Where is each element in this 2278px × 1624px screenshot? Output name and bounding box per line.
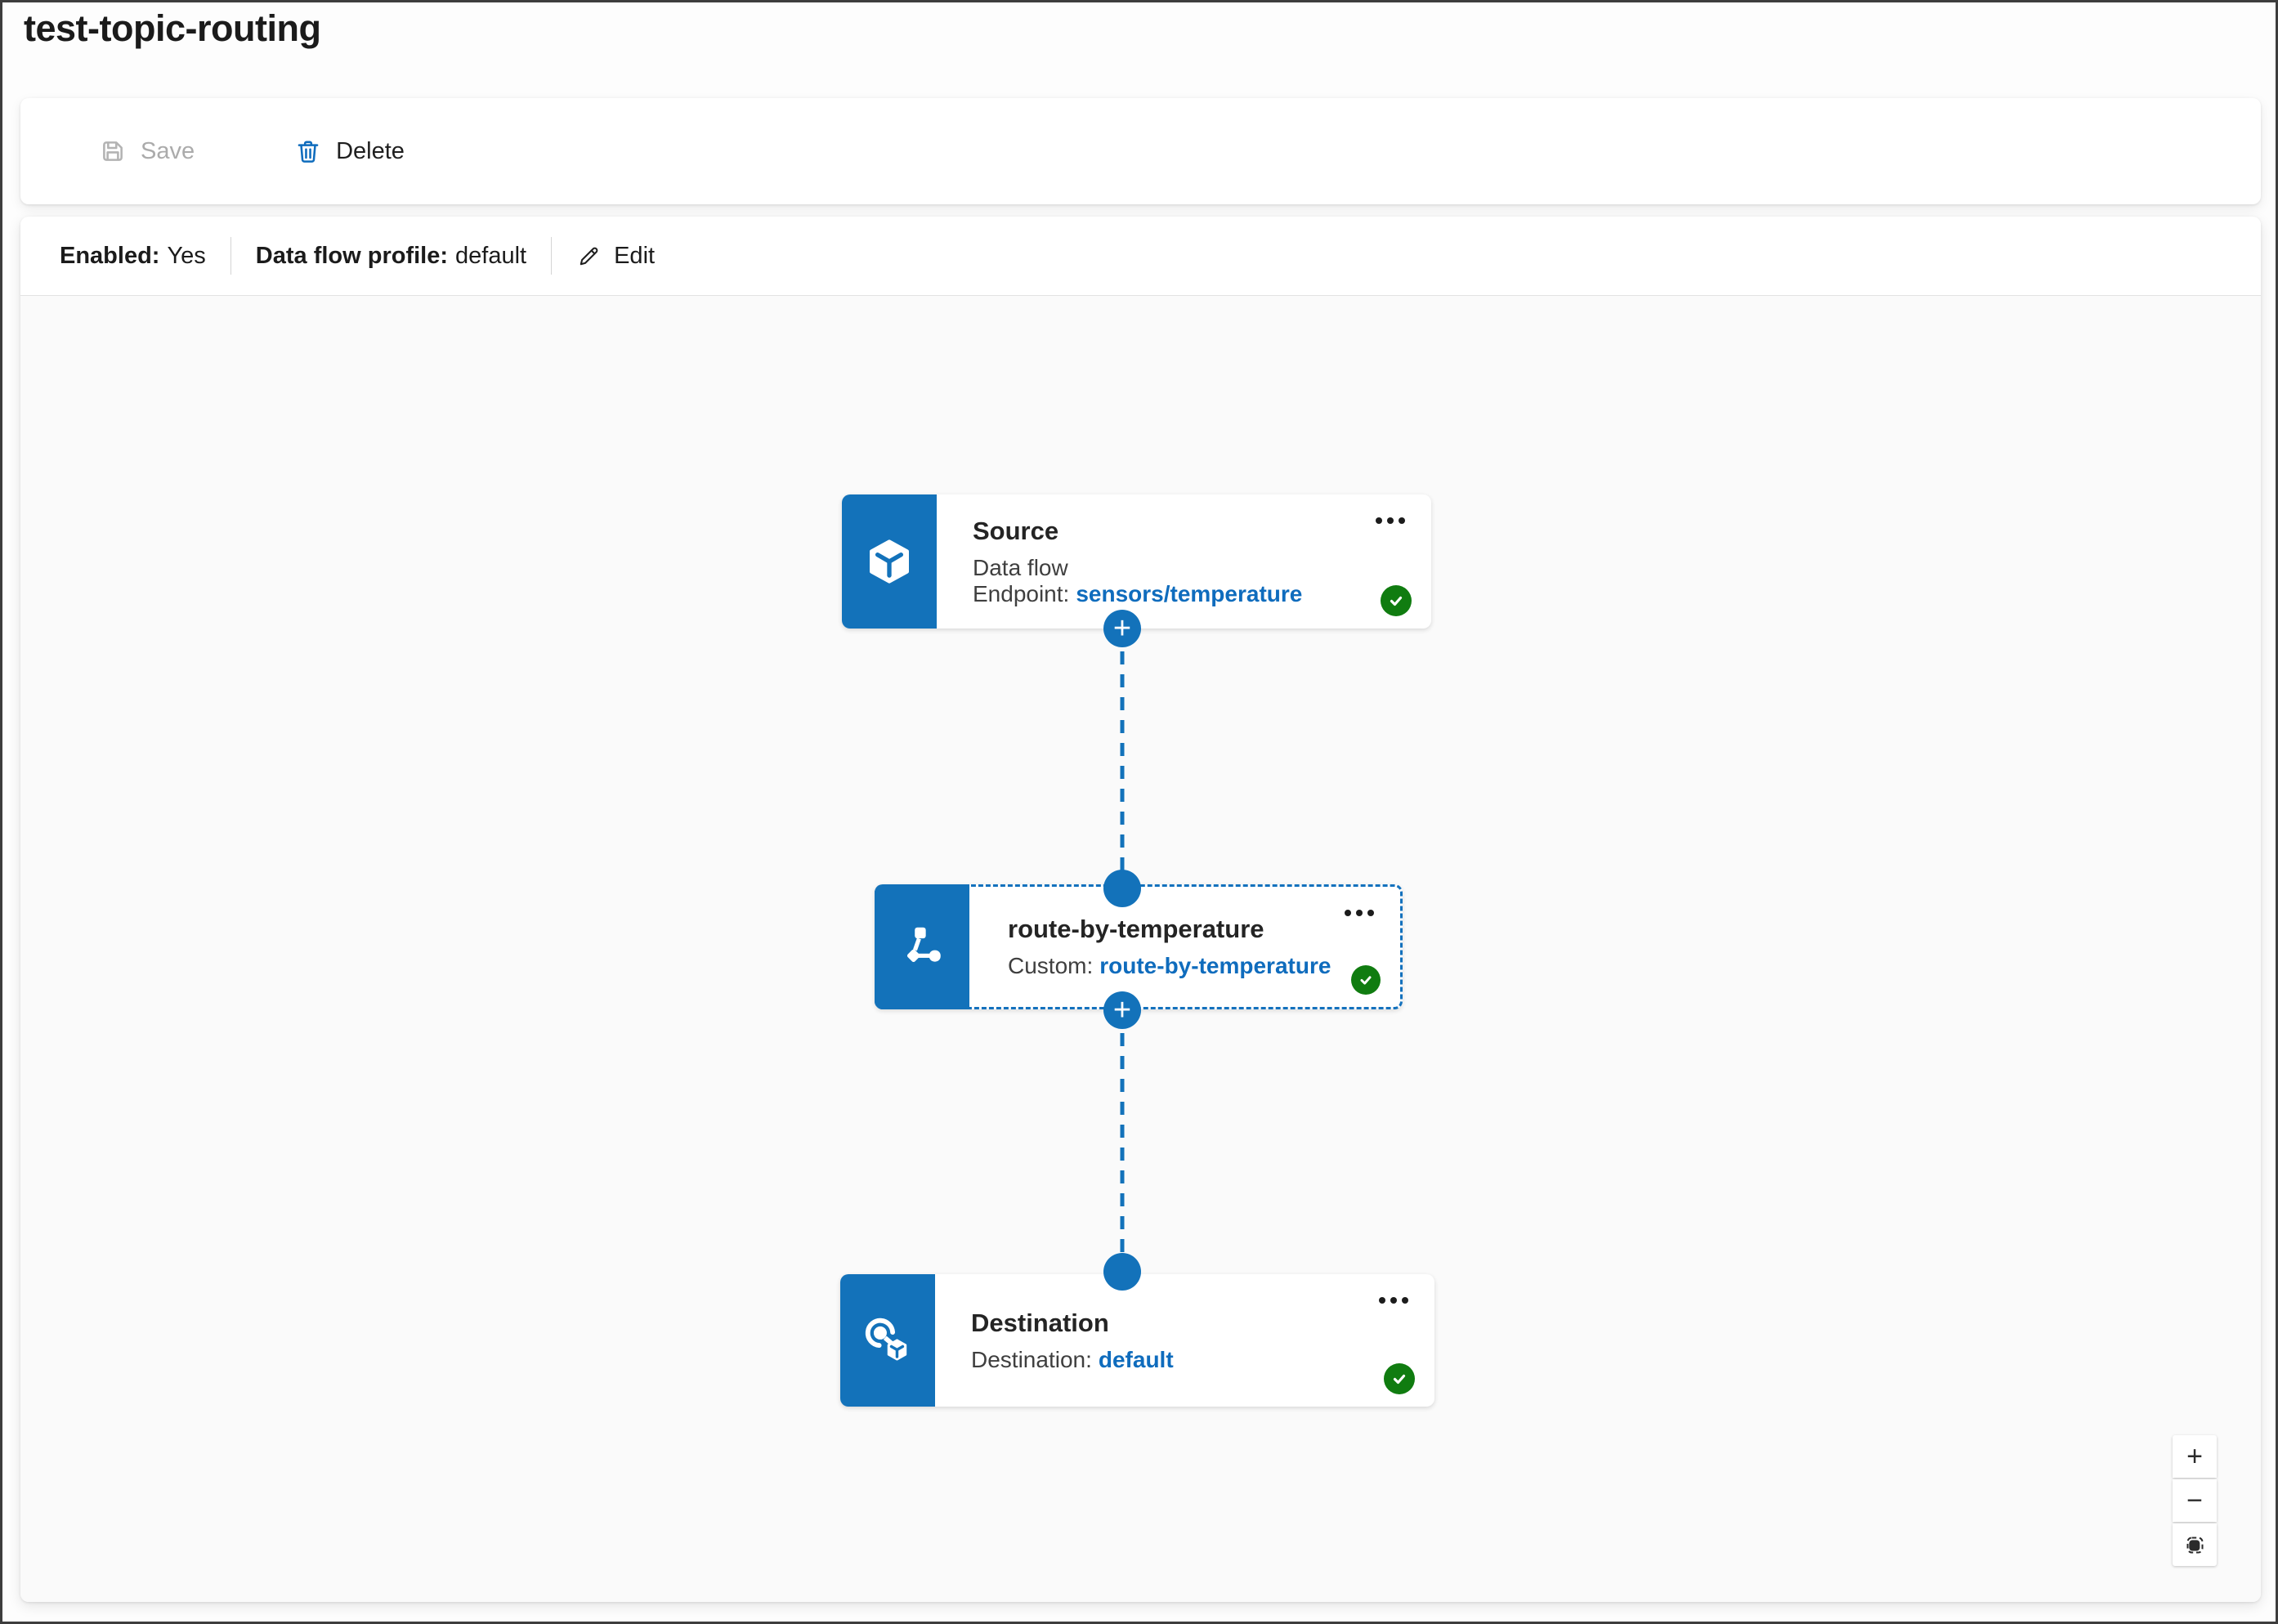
pencil-icon (576, 244, 602, 269)
node-title: Source (973, 516, 1059, 545)
edit-button[interactable]: Edit (576, 243, 655, 270)
check-circle-icon (1351, 965, 1381, 995)
save-icon (99, 137, 127, 165)
enabled-status: Enabled: Yes (60, 243, 206, 270)
subtitle-label: Custom: (1008, 953, 1094, 978)
more-options-icon[interactable] (1341, 906, 1377, 919)
delete-button[interactable]: Delete (294, 137, 405, 165)
check-circle-icon (1381, 585, 1412, 616)
canvas-zoom-controls: + − (2173, 1435, 2217, 1566)
add-stage-button-1[interactable]: + (1103, 610, 1141, 647)
node-subtitle: Data flow Endpoint:sensors/temperature (973, 555, 1382, 607)
more-options-icon[interactable] (1376, 1294, 1412, 1307)
enabled-label: Enabled: (60, 242, 160, 269)
profile-status: Data flow profile: default (256, 243, 526, 270)
zoom-out-button[interactable]: − (2173, 1479, 2217, 1522)
add-stage-button-2[interactable]: + (1103, 991, 1141, 1029)
save-label: Save (141, 137, 195, 164)
dataflow-panel: Enabled: Yes Data flow profile: default … (20, 217, 2261, 1602)
profile-value: default (455, 242, 527, 269)
zoom-in-button[interactable]: + (2173, 1435, 2217, 1478)
divider (551, 237, 553, 275)
divider (230, 237, 231, 275)
send-endpoint-icon (840, 1274, 935, 1407)
node-subtitle: Destination:default (971, 1347, 1385, 1373)
check-circle-icon (1384, 1363, 1415, 1394)
command-bar: Save Delete (20, 98, 2261, 204)
flow-canvas[interactable]: Source Data flow Endpoint:sensors/temper… (20, 296, 2261, 1602)
flowchart-transform-icon (875, 884, 969, 1009)
profile-label: Data flow profile: (255, 242, 449, 269)
node-transform[interactable]: route-by-temperature Custom:route-by-tem… (875, 884, 1403, 1009)
connector-dot (1103, 1253, 1141, 1291)
subtitle-label: Data flow Endpoint: (973, 554, 1070, 606)
node-title: route-by-temperature (1008, 915, 1264, 943)
node-subtitle: Custom:route-by-temperature (1008, 953, 1351, 979)
info-bar: Enabled: Yes Data flow profile: default … (20, 217, 2261, 296)
save-button[interactable]: Save (99, 137, 195, 165)
node-title: Destination (971, 1308, 1109, 1337)
trash-icon (294, 137, 322, 165)
subtitle-label: Destination: (971, 1346, 1092, 1372)
fit-view-button[interactable] (2173, 1523, 2217, 1566)
node-destination[interactable]: Destination Destination:default (840, 1274, 1434, 1407)
node-link[interactable]: default (1098, 1346, 1174, 1372)
cube-source-icon (842, 494, 937, 629)
node-link[interactable]: sensors/temperature (1076, 580, 1303, 606)
node-source[interactable]: Source Data flow Endpoint:sensors/temper… (842, 494, 1431, 629)
delete-label: Delete (336, 137, 405, 164)
edit-label: Edit (614, 242, 656, 269)
fit-view-icon (2184, 1534, 2206, 1556)
enabled-value: Yes (167, 242, 206, 269)
page-title: test-topic-routing (24, 7, 321, 49)
node-link[interactable]: route-by-temperature (1099, 953, 1331, 978)
more-options-icon[interactable] (1372, 514, 1408, 527)
connector-dot (1103, 870, 1141, 907)
